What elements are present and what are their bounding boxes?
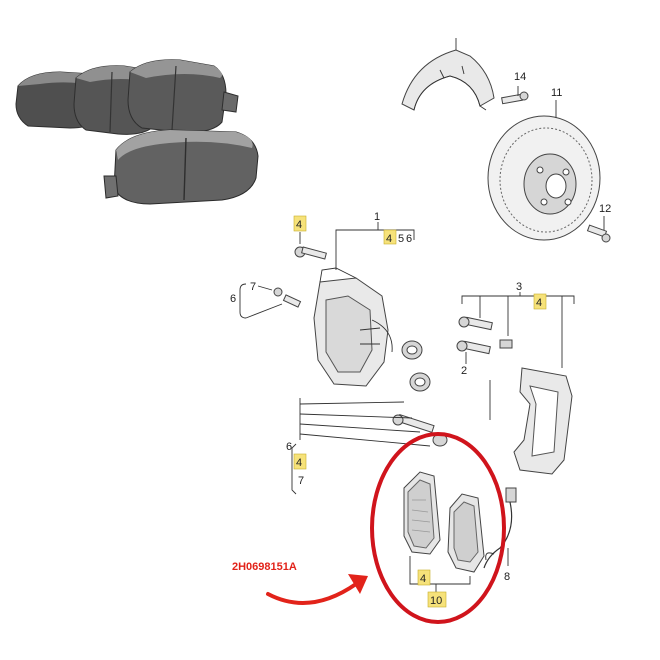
caliper-carrier-bracket bbox=[489, 367, 573, 475]
part-number-label: 2H0698151A bbox=[232, 561, 297, 573]
svg-text:7: 7 bbox=[250, 281, 256, 293]
callout-10: 10 bbox=[430, 595, 442, 607]
callout-1-ref-6: 6 bbox=[406, 233, 412, 245]
callout-14: 14 bbox=[514, 71, 526, 83]
bolt-14: 14 bbox=[501, 71, 529, 105]
svg-text:7: 7 bbox=[298, 475, 304, 487]
wear-sensor: 8 bbox=[483, 487, 517, 583]
bolt-12: 12 bbox=[586, 203, 611, 243]
bracket-bolts: 2 bbox=[456, 316, 513, 377]
svg-text:6: 6 bbox=[286, 441, 292, 453]
callout-11: 11 bbox=[551, 87, 562, 99]
brake-pads-photo bbox=[15, 59, 259, 205]
svg-text:4: 4 bbox=[420, 573, 426, 585]
brake-pad-inner bbox=[403, 471, 441, 555]
callout-1-group: 1 4 5 6 bbox=[335, 211, 415, 270]
callout-4-top: 4 bbox=[293, 215, 327, 260]
callout-2: 2 bbox=[461, 365, 467, 377]
svg-text:4: 4 bbox=[536, 297, 542, 309]
callout-10-group: 4 10 bbox=[409, 556, 471, 608]
brake-disc: 11 bbox=[487, 87, 601, 241]
callout-3-group: 3 4 bbox=[461, 281, 575, 368]
callout-1: 1 bbox=[374, 211, 380, 223]
callout-1-ref-4: 4 bbox=[386, 233, 392, 245]
callout-6-7-left: 6 7 bbox=[230, 281, 302, 319]
callout-8: 8 bbox=[504, 571, 510, 583]
svg-text:4: 4 bbox=[296, 219, 302, 231]
highlight-circle bbox=[370, 432, 506, 624]
callout-3: 3 bbox=[516, 281, 522, 293]
callout-12: 12 bbox=[599, 203, 611, 215]
pad-front bbox=[103, 129, 259, 205]
callout-6-4-7-mid: 6 4 7 bbox=[286, 398, 431, 495]
boot-upper bbox=[401, 340, 423, 360]
svg-text:4: 4 bbox=[296, 457, 302, 469]
caliper-housing bbox=[313, 267, 393, 387]
pad-back-3 bbox=[127, 59, 239, 133]
splash-shield bbox=[401, 38, 495, 111]
red-arrow-icon bbox=[266, 574, 368, 605]
svg-text:6: 6 bbox=[230, 293, 236, 305]
callout-1-ref-5: 5 bbox=[398, 233, 404, 245]
brake-pad-outer bbox=[447, 493, 485, 573]
boot-lower bbox=[409, 372, 431, 392]
